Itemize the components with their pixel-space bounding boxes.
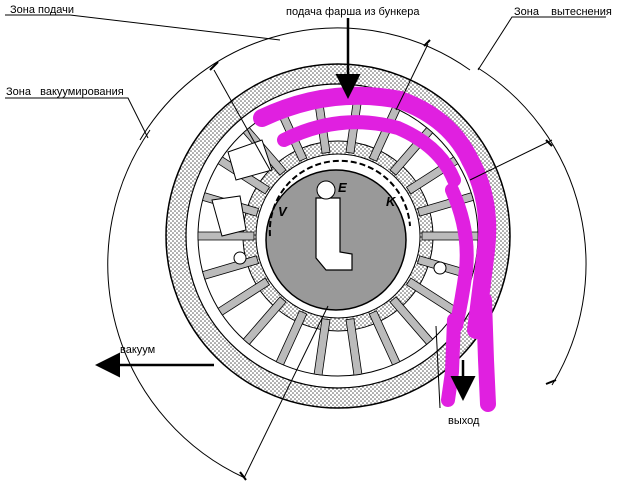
product-outlet-right [476, 292, 496, 412]
vacuum-zone-arc [107, 129, 246, 479]
tick-feed-end [423, 39, 431, 47]
tick-feed-start [209, 61, 219, 71]
hub-keyway [315, 197, 353, 271]
feed-zone-label: Зона подачи [10, 4, 75, 16]
vane-4 [389, 296, 434, 345]
zone-ticks [209, 39, 557, 481]
vane-5 [368, 310, 401, 366]
left-port-cutout [211, 195, 247, 237]
product-outlet-left [441, 313, 461, 407]
product-top-band [253, 86, 479, 169]
displacement-zone-label: Зона вытеснения [514, 6, 612, 18]
vane-6 [345, 318, 363, 376]
feed-zone-arc [139, 27, 471, 141]
product-right-band-inner [445, 183, 474, 333]
boundary-upper-left [213, 69, 271, 171]
tick-displacement-mid [545, 139, 553, 147]
vek-arc [268, 159, 411, 237]
upper-port-cutout [227, 139, 273, 181]
boundary-lower-right [435, 325, 441, 409]
vane-9 [242, 296, 287, 345]
rotor-letter-k: K [386, 194, 397, 209]
leader-lines [5, 14, 606, 139]
vane-7 [313, 318, 331, 376]
product-flow [253, 86, 497, 412]
vane-12 [197, 231, 255, 241]
displacement-zone-arc [477, 67, 587, 386]
zone-boundary-lines [213, 43, 553, 479]
rotor-letter-v: V [278, 204, 288, 219]
zone-arcs [107, 27, 587, 479]
product-top-band-inner [277, 115, 461, 187]
hub-pin [316, 180, 336, 200]
right-bolt-hole [433, 261, 447, 275]
displacement-zone-leader [477, 16, 606, 71]
left-port-detail [211, 93, 447, 275]
vane-8 [275, 310, 308, 366]
output-label: выход [448, 415, 480, 427]
rotor-letter-e: E [338, 180, 347, 195]
boundary-lower-left [243, 305, 329, 479]
vacuum-zone-leader [5, 97, 149, 139]
vacuum-label: вакуум [120, 344, 156, 356]
vacuum-zone-label: Зона вакуумирования [6, 86, 124, 98]
feed-zone-leader [5, 14, 281, 41]
boundary-upper-right [395, 43, 429, 111]
tick-vacuum-end [239, 471, 247, 481]
hopper-feed-label: подача фарша из бункера [286, 6, 420, 18]
tick-displacement-end [545, 379, 557, 385]
boundary-right [469, 139, 553, 181]
left-bolt-hole [233, 251, 247, 265]
vane-10 [217, 277, 271, 316]
